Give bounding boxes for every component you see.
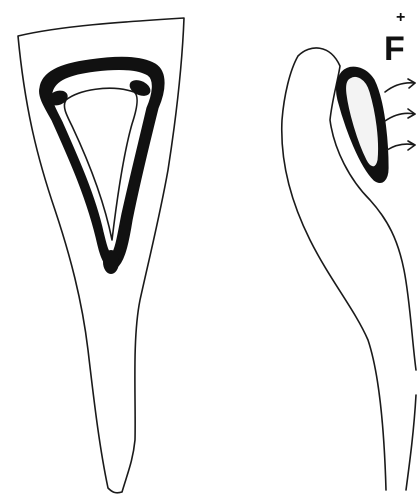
force-sign: +	[396, 9, 405, 26]
force-arrow-icon	[387, 141, 415, 150]
force-label: F	[384, 30, 405, 68]
tooth-side-right-edge	[406, 395, 416, 490]
tooth-side-view: + F	[282, 9, 416, 490]
force-arrow-icon	[385, 109, 415, 121]
force-arrow-icon	[385, 79, 415, 92]
pulp-root-canal-opening	[103, 250, 119, 274]
tooth-front-view	[18, 18, 184, 493]
